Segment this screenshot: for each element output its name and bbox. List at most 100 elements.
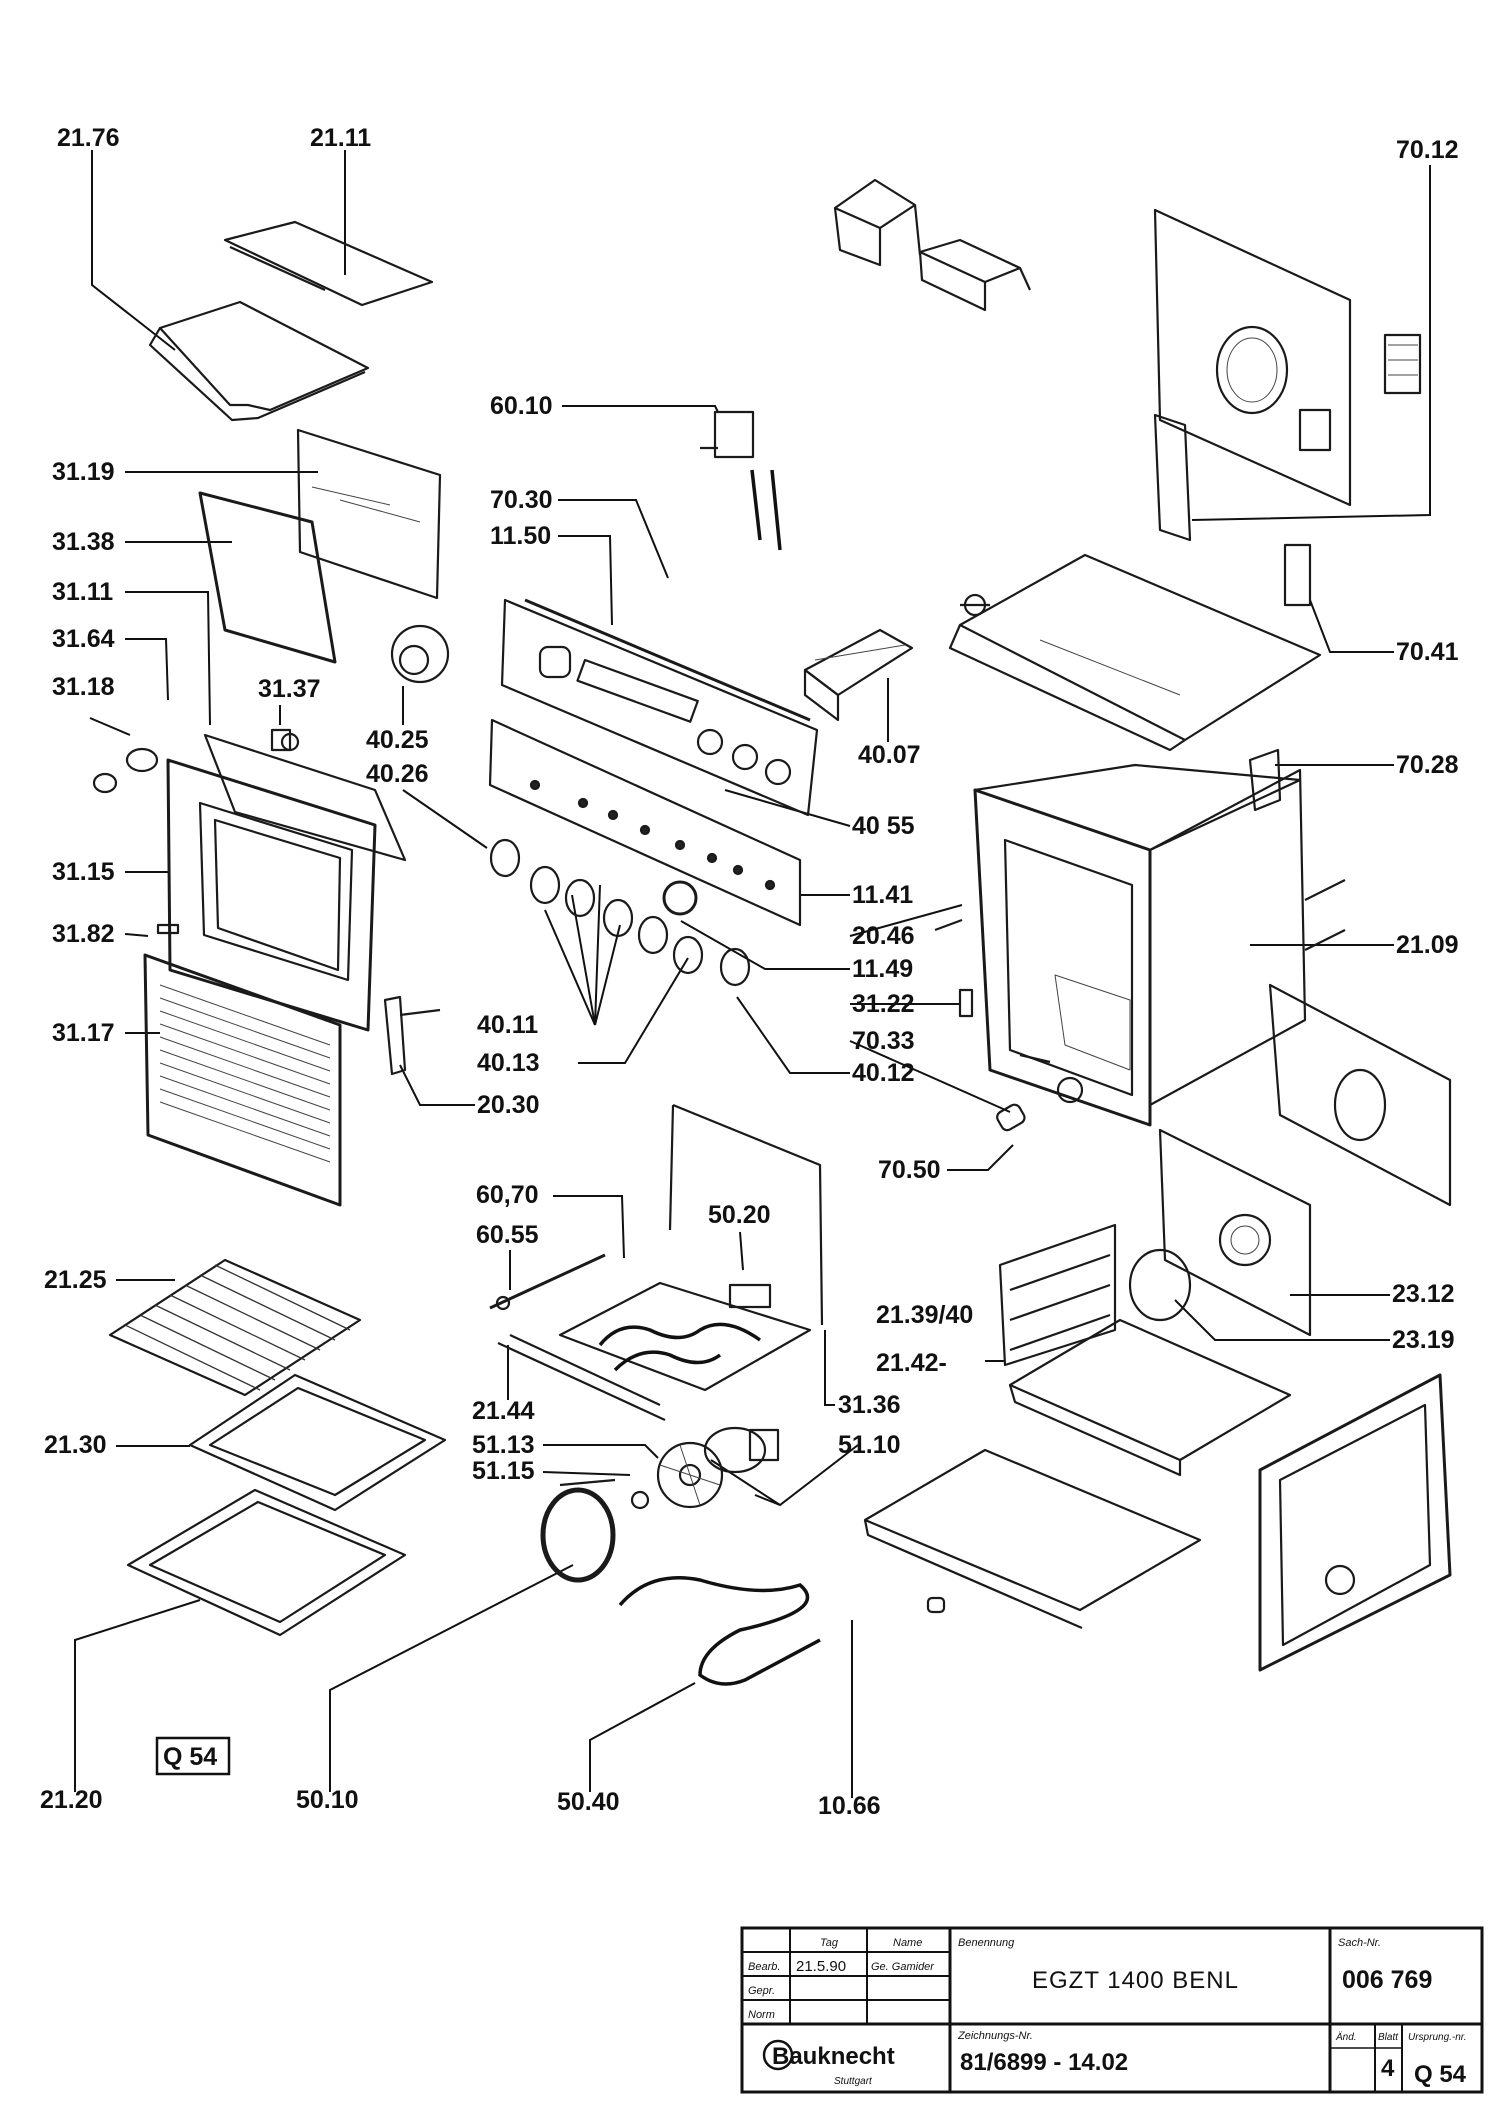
convection-fan [630, 1426, 780, 1510]
bauknecht-logo: Bauknecht Stuttgart [762, 2039, 895, 2087]
label-10-66: 10.66 [818, 1792, 881, 1820]
probe-rods [489, 1253, 666, 1421]
door-hinge [383, 995, 441, 1076]
label-50-40: 50.40 [557, 1788, 620, 1816]
control-knobs [489, 838, 751, 987]
label-70-41: 70.41 [1396, 638, 1459, 666]
label-31-36: 31.36 [838, 1391, 901, 1419]
label-40-12: 40.12 [852, 1059, 915, 1087]
label-31-15: 31.15 [52, 858, 115, 886]
label-31-38: 31.38 [52, 528, 115, 556]
label-60-55: 60.55 [476, 1221, 539, 1249]
label-11-49: 11.49 [852, 955, 913, 983]
door-glass-panes [198, 428, 442, 664]
label-40-07: 40.07 [858, 741, 921, 769]
label-70-50: 70.50 [878, 1156, 941, 1184]
logo-text: Bauknecht [772, 2043, 895, 2070]
label-23-12: 23.12 [1392, 1280, 1455, 1308]
label-21-42: 21.42- [876, 1349, 947, 1377]
label-51-15: 51.15 [472, 1457, 535, 1485]
logo-city: Stuttgart [834, 2076, 873, 2087]
label-70-33: 70.33 [852, 1027, 915, 1055]
oven-lamp [996, 1053, 1084, 1132]
selector-switch [803, 628, 914, 722]
label-40-13: 40.13 [477, 1049, 540, 1077]
control-panel-frame [500, 598, 819, 817]
small-fittings [934, 918, 974, 1018]
top-chamber-panel [948, 543, 1322, 812]
zeichnungs-label: Zeichnungs-Nr. [957, 2030, 1033, 2042]
label-21-39-40: 21.39/40 [876, 1301, 973, 1329]
label-21-76: 21.76 [57, 124, 120, 152]
col-name: Name [893, 1937, 922, 1949]
bottom-plate [863, 1318, 1292, 1630]
label-51-13: 51.13 [472, 1431, 535, 1459]
label-60-70: 60,70 [476, 1181, 539, 1209]
side-panels [1128, 983, 1452, 1337]
ursprung-number: Q 54 [1414, 2061, 1467, 2088]
shelf-rails [998, 1223, 1117, 1367]
front-frame [1258, 1373, 1452, 1672]
label-11-50: 11.50 [490, 522, 551, 550]
knob-fascia-plate [488, 718, 802, 927]
outer-door [143, 953, 342, 1207]
ring-element [540, 1478, 616, 1583]
q54-code-box: Q 54 [155, 1736, 231, 1776]
q54-code: Q 54 [163, 1743, 217, 1771]
label-31-19: 31.19 [52, 458, 115, 486]
label-70-28: 70.28 [1396, 751, 1459, 779]
baking-tray [188, 1373, 447, 1512]
label-21-11: 21.11 [310, 124, 371, 152]
col-benennung: Benennung [958, 1937, 1015, 1949]
drawing-number: 81/6899 - 14.02 [960, 2049, 1128, 2076]
label-11-41: 11.41 [852, 881, 913, 909]
label-31-64: 31.64 [52, 625, 115, 653]
label-40-25: 40.25 [366, 726, 429, 754]
label-21-30: 21.30 [44, 1431, 107, 1459]
label-21-25: 21.25 [44, 1266, 107, 1294]
row-bearb-date: 21.5.90 [796, 1958, 846, 1975]
label-40-26: 40.26 [366, 760, 429, 788]
label-70-30: 70.30 [490, 486, 553, 514]
leader-lines [74, 150, 1431, 1798]
label-21-20: 21.20 [40, 1786, 103, 1814]
label-21-09: 21.09 [1396, 931, 1459, 959]
roasting-pan [126, 1488, 407, 1637]
title-block: Tag Name Benennung Sach-Nr. Bearb. 21.5.… [740, 1926, 1484, 2094]
label-40-55: 40 55 [852, 812, 915, 840]
top-cover-panel [148, 220, 434, 422]
ursprung-label: Ursprung.-nr. [1408, 2032, 1467, 2043]
oven-cavity [973, 763, 1346, 1127]
label-31-18: 31.18 [52, 673, 115, 701]
bottom-heating-element [618, 1576, 821, 1686]
model-name: EGZT 1400 BENL [1032, 1967, 1239, 1994]
timer [390, 624, 450, 684]
blatt-label: Blatt [1378, 2032, 1399, 2043]
col-sach-nr: Sach-Nr. [1338, 1937, 1381, 1949]
aend-label: Änd. [1335, 2031, 1357, 2043]
label-50-20: 50.20 [708, 1201, 771, 1229]
label-31-37: 31.37 [258, 675, 321, 703]
label-31-11: 31.11 [52, 578, 113, 606]
row-gepr-label: Gepr. [748, 1985, 775, 1997]
duct-brackets [833, 178, 1032, 312]
label-21-44: 21.44 [472, 1397, 535, 1425]
row-bearb-name: Ge. Gamider [871, 1961, 935, 1973]
blatt-number: 4 [1381, 2055, 1395, 2082]
row-norm-label: Norm [748, 2009, 775, 2021]
label-23-19: 23.19 [1392, 1326, 1455, 1354]
label-50-10: 50.10 [296, 1786, 359, 1814]
heating-element-top [558, 1103, 824, 1392]
row-bearb-label: Bearb. [748, 1961, 780, 1973]
wire-shelf [108, 1258, 362, 1397]
label-60-10: 60.10 [490, 392, 553, 420]
label-40-11: 40.11 [477, 1011, 538, 1039]
floor-panel [926, 1596, 946, 1614]
sach-number: 006 769 [1342, 1966, 1432, 1994]
col-tag: Tag [820, 1937, 839, 1949]
rear-panel [1153, 208, 1422, 542]
oven-door-frame [92, 728, 407, 1032]
thermostat [700, 410, 782, 551]
label-70-12: 70.12 [1396, 136, 1459, 164]
